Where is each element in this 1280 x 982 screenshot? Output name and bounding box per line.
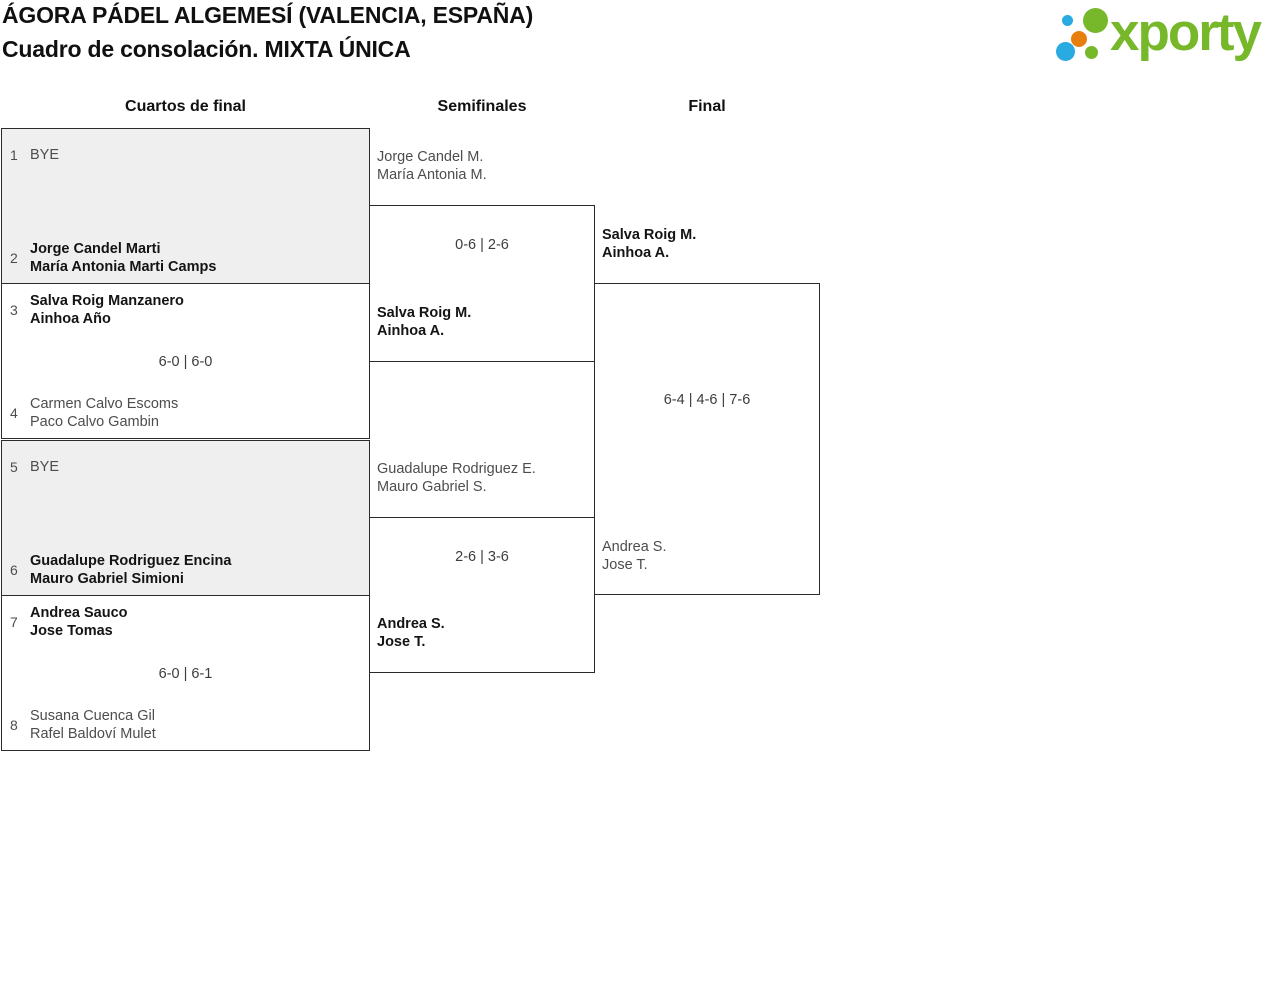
final-top-team: Salva Roig M.Ainhoa A. — [602, 227, 697, 261]
semifinal-1-top-team: Jorge Candel M.María Antonia M. — [377, 149, 487, 183]
match-score: 6-0 | 6-0 — [158, 354, 213, 370]
logo-wordmark: xporty — [1110, 3, 1262, 62]
seed-number: 5 — [10, 459, 18, 475]
seed-number: 1 — [10, 147, 18, 163]
logo-dot-orange-icon — [1071, 31, 1087, 47]
team-names: BYE — [30, 147, 60, 163]
team-slot-seed-5: 5 BYE — [10, 449, 361, 485]
xporty-logo[interactable]: xporty — [1050, 0, 1280, 70]
seed-number: 7 — [10, 614, 18, 630]
semifinal-2-top-team: Guadalupe Rodriguez E.Mauro Gabriel S. — [377, 461, 536, 495]
final-bottom-team: Andrea S.Jose T. — [602, 539, 667, 573]
semifinal-match-2-box — [369, 517, 595, 673]
seed-number: 4 — [10, 405, 18, 421]
semifinal-1-score: 0-6 | 2-6 — [455, 237, 509, 253]
logo-dot-blue-small-icon — [1062, 15, 1073, 26]
logo-dot-blue-large-icon — [1056, 42, 1075, 61]
team-names: BYE — [30, 459, 60, 475]
page-subtitle: Cuadro de consolación. MIXTA ÚNICA — [2, 36, 411, 62]
final-score: 6-4 | 4-6 | 7-6 — [663, 392, 751, 408]
logo-dot-green-small-icon — [1085, 46, 1098, 59]
seed-number: 2 — [10, 250, 18, 266]
seed-number: 6 — [10, 562, 18, 578]
round-header-final: Final — [688, 98, 726, 115]
logo-dot-green-large-icon — [1083, 8, 1108, 33]
semifinal-1-bottom-team: Salva Roig M.Ainhoa A. — [377, 305, 472, 339]
match-score: 6-0 | 6-1 — [158, 666, 213, 682]
round-header-semifinals: Semifinales — [437, 98, 527, 115]
seed-number: 3 — [10, 302, 18, 318]
semifinal-2-bottom-team: Andrea S.Jose T. — [377, 616, 445, 650]
round-header-quarterfinals: Cuartos de final — [125, 98, 246, 115]
final-match-box — [594, 283, 820, 595]
seed-number: 8 — [10, 717, 18, 733]
page-title: ÁGORA PÁDEL ALGEMESÍ (VALENCIA, ESPAÑA) — [2, 2, 534, 28]
semifinal-2-score: 2-6 | 3-6 — [455, 549, 509, 565]
team-slot-seed-1: 1 BYE — [10, 137, 361, 173]
